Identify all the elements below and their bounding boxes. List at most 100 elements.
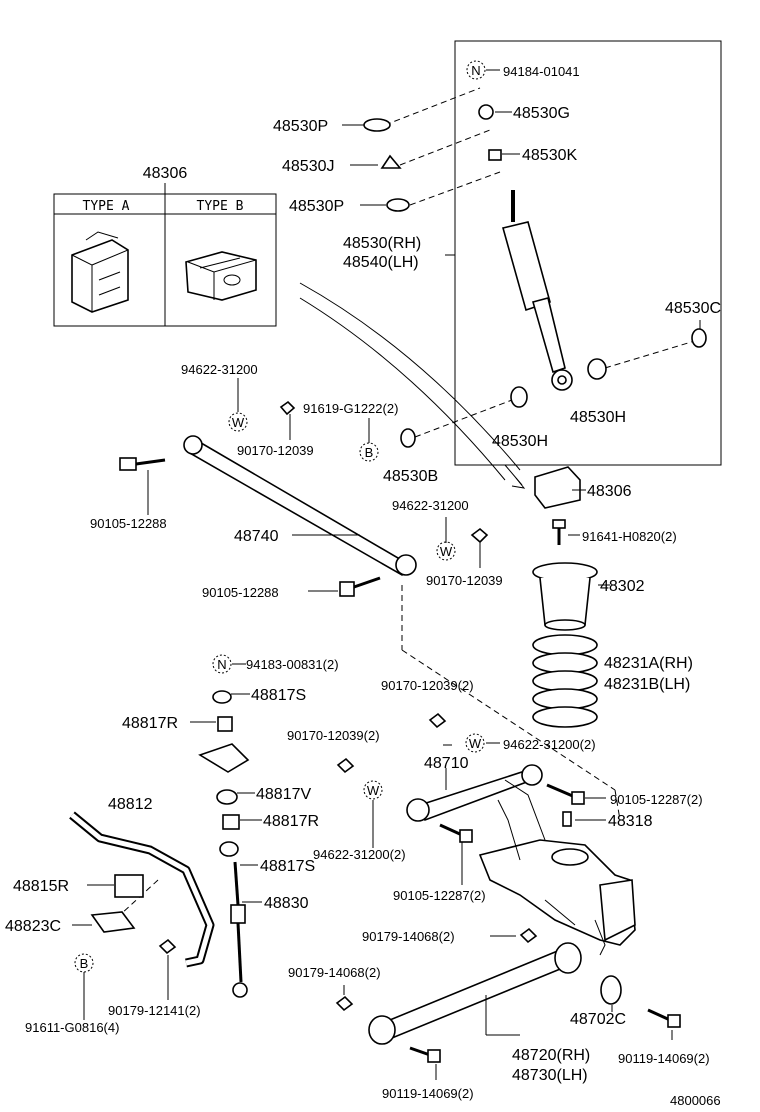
bolt-90105-12288-lower xyxy=(339,576,381,597)
label-48530h-right: 48530H xyxy=(570,409,626,426)
label-48815r: 48815R xyxy=(13,878,69,895)
label-48530c: 48530C xyxy=(665,300,721,317)
label-94622-31200-mid: 94622-31200 xyxy=(392,498,469,513)
label-48830: 48830 xyxy=(264,895,309,912)
nut-90170-c xyxy=(336,757,355,774)
48530h-bushing xyxy=(510,386,528,408)
coil-spring-48231 xyxy=(532,634,598,728)
type-b-label: TYPE B xyxy=(197,199,244,214)
label-91611-g0816: 91611-G0816(4) xyxy=(25,1020,119,1035)
48530p-cushion xyxy=(386,198,410,212)
bolt-90105-12287-center xyxy=(439,823,473,843)
mark-w-4: W xyxy=(367,783,380,798)
label-90105-12287-right: 90105-12287(2) xyxy=(610,792,703,807)
label-48817s: 48817S xyxy=(260,858,315,875)
label-90119-14069-right: 90119-14069(2) xyxy=(618,1051,710,1066)
nut-90170-upper xyxy=(279,400,296,416)
48530j-cushion xyxy=(380,154,402,169)
mark-n-2: N xyxy=(217,657,226,672)
leader-lines xyxy=(119,87,699,916)
stabilizer-link-48830 xyxy=(230,861,248,998)
label-48530-rh: 48530(RH) xyxy=(343,235,421,252)
label-48318: 48318 xyxy=(608,813,653,830)
label-48817v: 48817V xyxy=(256,786,311,803)
upper-control-arm-48740 xyxy=(183,435,417,577)
label-94183-00831: 94183-00831(2) xyxy=(246,657,339,672)
lower-arm-48720 xyxy=(368,942,582,1045)
label-90170-12039-d: 90170-12039(2) xyxy=(287,728,380,743)
cushion-48817r xyxy=(222,814,240,830)
48530k-washer xyxy=(488,149,502,161)
type-a-bracket xyxy=(71,231,129,313)
bolt-91641 xyxy=(552,519,566,545)
cushion-48817v xyxy=(216,789,238,805)
48530c-bushing xyxy=(691,328,707,348)
mark-w-2: W xyxy=(440,544,453,559)
label-48817r: 48817R xyxy=(263,813,319,830)
label-48710: 48710 xyxy=(424,755,469,772)
bolt-90105-12287-right xyxy=(546,783,585,805)
label-90119-14069-bottom: 90119-14069(2) xyxy=(382,1086,474,1101)
bump-48318 xyxy=(562,811,572,827)
upper-arm-48710 xyxy=(406,764,543,822)
label-90170-12039-a: 90170-12039 xyxy=(237,443,314,458)
label-90170-12039-b: 90170-12039 xyxy=(426,573,503,588)
cushion-48817r-top xyxy=(217,716,233,732)
label-48540-lh: 48540(LH) xyxy=(343,254,419,271)
shock-absorber xyxy=(502,190,573,391)
label-90179-14068-a: 90179-14068(2) xyxy=(362,929,455,944)
bushing-48702c xyxy=(600,975,622,1005)
label-90170-12039-c: 90170-12039(2) xyxy=(381,678,474,693)
label-48530p-top: 48530P xyxy=(273,118,328,135)
label-48817r-top: 48817R xyxy=(122,715,178,732)
label-48730-lh: 48730(LH) xyxy=(512,1067,588,1084)
label-94622-31200-top: 94622-31200 xyxy=(181,362,258,377)
shock-assembly-frame xyxy=(454,40,722,466)
48530b-washer xyxy=(400,428,416,448)
retainer xyxy=(198,743,250,773)
label-90105-12288-b: 90105-12288 xyxy=(202,585,279,600)
label-48530g: 48530G xyxy=(513,105,570,122)
48530h-bushing-right xyxy=(587,358,607,380)
bracket-48823c xyxy=(90,911,136,933)
shock-hardware xyxy=(363,104,707,448)
mark-b-1: B xyxy=(365,445,374,460)
label-48302: 48302 xyxy=(600,578,645,595)
nut-90179-a xyxy=(519,927,538,944)
label-leaders xyxy=(72,69,701,1080)
label-48702c: 48702C xyxy=(570,1011,626,1028)
label-48812: 48812 xyxy=(108,796,153,813)
label-48530b: 48530B xyxy=(383,468,438,485)
nut-90179-b xyxy=(335,995,354,1012)
nut-90170-mid xyxy=(470,527,489,544)
spring-seat-48302 xyxy=(532,562,598,631)
label-48530p: 48530P xyxy=(289,198,344,215)
nut-90179-12141 xyxy=(158,938,177,955)
bushing-48815r xyxy=(114,874,144,898)
label-94622-31200-right: 94622-31200(2) xyxy=(503,737,596,752)
mark-n-1: N xyxy=(471,63,480,78)
label-91619-g1222: 91619-G1222(2) xyxy=(303,401,398,416)
type-a-label: TYPE A xyxy=(83,199,130,214)
label-48740: 48740 xyxy=(234,528,279,545)
mark-b-2: B xyxy=(80,956,89,971)
label-48823c: 48823C xyxy=(5,918,61,935)
label-91641-h0820: 91641-H0820(2) xyxy=(582,529,677,544)
mark-w-1: W xyxy=(232,415,245,430)
label-48530k: 48530K xyxy=(522,147,577,164)
part-labels: 94184-01041 48530G 48530P 48530K 48530J … xyxy=(5,64,721,1108)
label-90105-12287-center: 90105-12287(2) xyxy=(393,888,486,903)
48530g-nut xyxy=(478,104,494,120)
label-48720-rh: 48720(RH) xyxy=(512,1047,590,1064)
label-90179-14068-b: 90179-14068(2) xyxy=(288,965,381,980)
label-48231a-rh: 48231A(RH) xyxy=(604,655,693,672)
bolt-90119-bottom xyxy=(409,1046,441,1063)
body-outline xyxy=(299,282,521,471)
label-94622-31200-center: 94622-31200(2) xyxy=(313,847,406,862)
nut-90170-d xyxy=(428,712,447,729)
label-48817s-top: 48817S xyxy=(251,687,306,704)
mark-w-3: W xyxy=(469,736,482,751)
label-48306-right: 48306 xyxy=(587,483,632,500)
bump-stopper-48306 xyxy=(534,466,581,509)
label-90105-12288-a: 90105-12288 xyxy=(90,516,167,531)
